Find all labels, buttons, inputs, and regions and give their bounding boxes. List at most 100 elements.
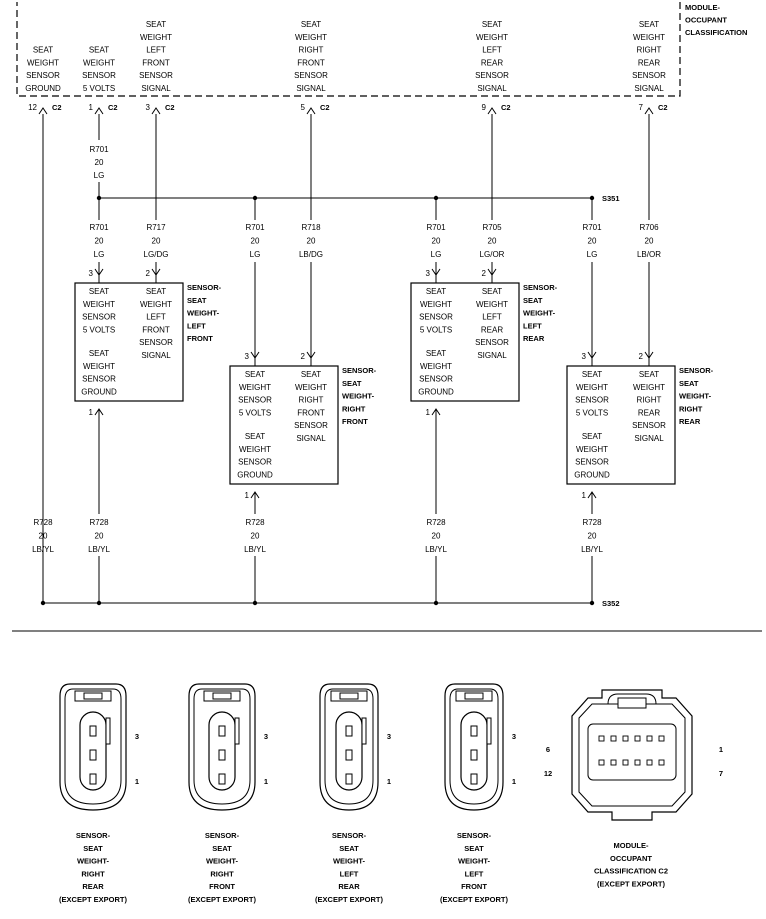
module-pin-fork: [644, 107, 654, 115]
module-pin-number: 3: [146, 103, 151, 112]
sensor-function: SEAT: [146, 287, 166, 296]
sensor-function: SENSOR: [419, 375, 453, 384]
connector-terminal: [218, 749, 226, 761]
module-pin-function: SEAT: [89, 46, 109, 55]
connector-caption: WEIGHT-: [458, 857, 491, 866]
connector-ridge: [105, 717, 111, 745]
module-connector-terminal: [610, 735, 617, 742]
connector-ridge: [361, 717, 367, 745]
module-connector-pin-label: 6: [546, 745, 550, 754]
sensor-name: REAR: [679, 417, 701, 426]
sensor-function: SENSOR: [82, 313, 116, 322]
module-connector-caption: MODULE-: [614, 841, 649, 850]
wire-label: LB/YL: [425, 545, 447, 554]
connector-terminal: [89, 749, 97, 761]
sensor-function: SEAT: [301, 370, 321, 379]
wire-label: 20: [488, 237, 497, 246]
module-pin-function: SEAT: [639, 20, 659, 29]
connector-housing-inner: [64, 688, 122, 805]
sensor-function: RIGHT: [637, 396, 662, 405]
sensor-pin-number: 1: [245, 491, 250, 500]
module-pin-function: RIGHT: [637, 46, 662, 55]
wire-label: 20: [251, 532, 260, 541]
sensor-function: SIGNAL: [477, 351, 507, 360]
splice-s352-label: S352: [602, 599, 620, 608]
sensor-pin-fork: [94, 408, 104, 416]
wire-layer: [42, 114, 650, 604]
sensor-pin-fork: [306, 351, 316, 359]
wire-label: LG: [94, 250, 105, 259]
module-pin-function: SIGNAL: [634, 84, 664, 93]
connector-caption: FRONT: [209, 882, 235, 891]
sensor-function: FRONT: [297, 408, 325, 417]
module-pin-function: SENSOR: [26, 71, 60, 80]
sensor-function: LEFT: [482, 313, 502, 322]
sensor-name: WEIGHT-: [187, 309, 220, 318]
sensor-function: SEAT: [426, 349, 446, 358]
connector-caption: RIGHT: [81, 869, 105, 878]
sensor-pin-fork: [250, 491, 260, 499]
sensor-function: 5 VOLTS: [239, 408, 271, 417]
sensor-function: SIGNAL: [296, 434, 326, 443]
sensor-name: SENSOR-: [523, 283, 558, 292]
sensor-function: SENSOR: [238, 396, 272, 405]
sensor-name: SENSOR-: [342, 366, 377, 375]
module-pin-function: WEIGHT: [295, 33, 327, 42]
connector-terminal: [345, 773, 353, 785]
connector-latch-tab: [339, 692, 359, 700]
wire-label: R701: [89, 145, 109, 154]
connector-terminal: [470, 749, 478, 761]
wire-label: 20: [95, 158, 104, 167]
connector-caption: SENSOR-: [76, 831, 111, 840]
module-pin-function: SENSOR: [475, 71, 509, 80]
module-pin-function: GROUND: [25, 84, 61, 93]
sensor-pin-fork: [487, 268, 497, 276]
sensor-function: WEIGHT: [476, 300, 508, 309]
wire-label: LB/YL: [244, 545, 266, 554]
wire-label: R701: [245, 223, 265, 232]
sensor-function: SEAT: [482, 287, 502, 296]
connector-terminal: [345, 749, 353, 761]
sensor-function: WEIGHT: [633, 383, 665, 392]
sensor-name: WEIGHT-: [523, 309, 556, 318]
module-pin-number: 9: [482, 103, 487, 112]
connector-caption: LEFT: [465, 869, 484, 878]
wire-label: LG/DG: [144, 250, 169, 259]
module-connector-pin-label: 12: [544, 769, 552, 778]
wire-label: R701: [426, 223, 446, 232]
module-connector-pin-label: 7: [719, 769, 723, 778]
connector-pin-label: 1: [135, 777, 139, 786]
connector-caption: SEAT: [464, 844, 484, 853]
module-pin-number: 1: [89, 103, 94, 112]
module-pin-function: SEAT: [33, 46, 53, 55]
sensor-function: SEAT: [89, 287, 109, 296]
wire-label: LB/OR: [637, 250, 661, 259]
sensor-name: LEFT: [187, 321, 206, 330]
connector-latch-tab: [212, 692, 232, 700]
sensor-function: SEAT: [639, 370, 659, 379]
connector-caption: SENSOR-: [205, 831, 240, 840]
wire-label: 20: [39, 532, 48, 541]
connector-pin-label: 3: [512, 732, 516, 741]
module-connector-terminal: [634, 735, 641, 742]
connector-housing-inner: [449, 688, 499, 805]
module-connector-id: C2: [658, 103, 668, 112]
module-connector-caption: OCCUPANT: [610, 854, 652, 863]
module-connector-terminal: [646, 735, 653, 742]
splice-s351-label: S351: [602, 194, 620, 203]
module-pin-function: SEAT: [482, 20, 502, 29]
module-connector-latch: [607, 693, 657, 705]
sensor-function: SENSOR: [475, 338, 509, 347]
splice-s352-dot: [40, 600, 46, 606]
sensor-name: RIGHT: [342, 404, 366, 413]
sensor-name: SENSOR-: [679, 366, 714, 375]
module-pin-fork: [151, 107, 161, 115]
module-pin-function: WEIGHT: [633, 33, 665, 42]
wire-label: 20: [588, 237, 597, 246]
module-pin-function: LEFT: [146, 46, 166, 55]
module-label: OCCUPANT: [685, 16, 727, 25]
connector-caption: LEFT: [340, 869, 359, 878]
sensor-pin-fork: [431, 268, 441, 276]
sensor-function: SENSOR: [575, 396, 609, 405]
sensor-function: SENSOR: [419, 313, 453, 322]
